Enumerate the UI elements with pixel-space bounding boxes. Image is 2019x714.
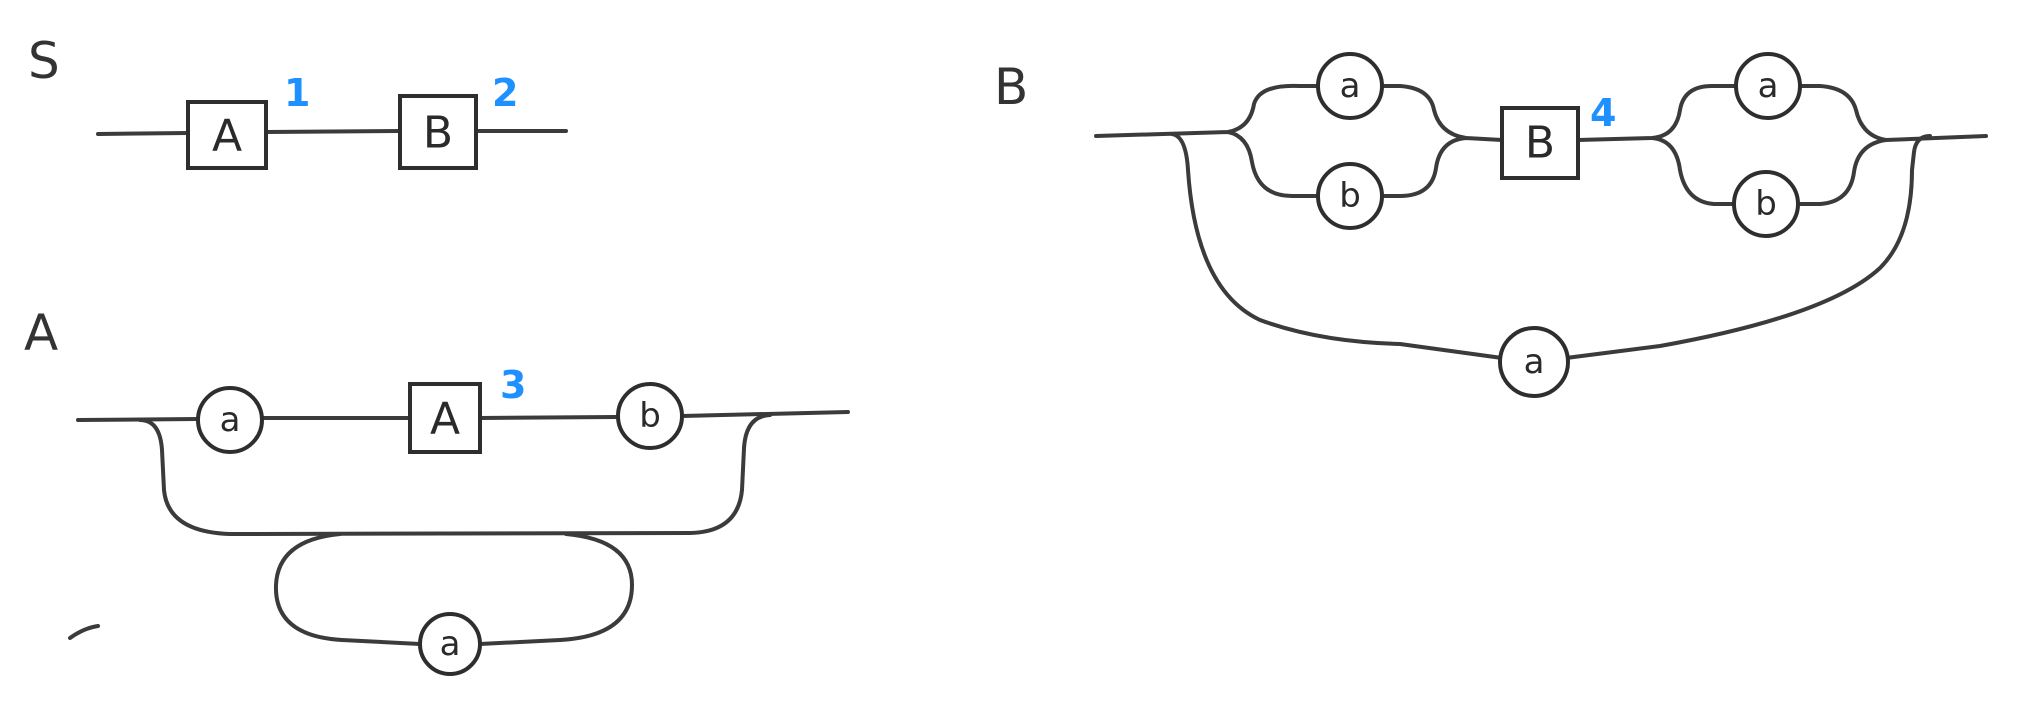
rule-b-bypass-wire (1170, 132, 1932, 360)
nonterminal-label: A (212, 111, 242, 162)
nonterminal-box-b (1500, 106, 1580, 180)
rule-a: A a A 3 b a (24, 304, 850, 676)
nonterminal-label: B (1525, 118, 1555, 169)
terminal-label: b (1339, 176, 1361, 216)
terminal-label: a (1758, 66, 1779, 106)
rule-b-label: B (994, 58, 1028, 116)
rule-a-label: A (24, 304, 58, 362)
stray-pen-mark (68, 624, 100, 640)
terminal-circle (418, 612, 482, 676)
terminal-circle (616, 382, 684, 450)
nonterminal-box-a (408, 382, 482, 454)
rule-b-first-choice-wire (1094, 83, 1504, 198)
nonterminal-label: B (423, 108, 453, 159)
terminal-circle (1316, 162, 1384, 230)
terminal-label: a (1524, 342, 1545, 382)
terminal-circle (1734, 52, 1802, 120)
rule-s-label: S (28, 32, 60, 90)
terminal-circle (1732, 170, 1800, 238)
reference-number: 1 (284, 71, 310, 115)
rule-s-wire (96, 129, 568, 136)
nonterminal-box-a (186, 100, 268, 170)
terminal-circle (1316, 52, 1384, 120)
rule-a-loop-wire (273, 532, 634, 646)
reference-number: 4 (1590, 91, 1616, 135)
rule-b: B a b B 4 a b a (994, 52, 1988, 398)
terminal-label: a (220, 400, 241, 440)
rule-a-main-wire (76, 410, 850, 422)
terminal-label: b (639, 396, 661, 436)
rule-a-bypass-wire (138, 413, 772, 536)
nonterminal-label: A (430, 394, 460, 445)
rule-s: S A 1 B 2 (28, 32, 568, 170)
terminal-label: a (440, 624, 461, 664)
terminal-circle (1498, 326, 1570, 398)
reference-number: 2 (492, 71, 518, 115)
rule-b-second-choice-wire (1576, 84, 1988, 206)
nonterminal-box-b (398, 94, 478, 170)
terminal-label: b (1755, 184, 1777, 224)
terminal-circle (196, 386, 264, 454)
terminal-label: a (1340, 66, 1361, 106)
reference-number: 3 (500, 363, 526, 407)
